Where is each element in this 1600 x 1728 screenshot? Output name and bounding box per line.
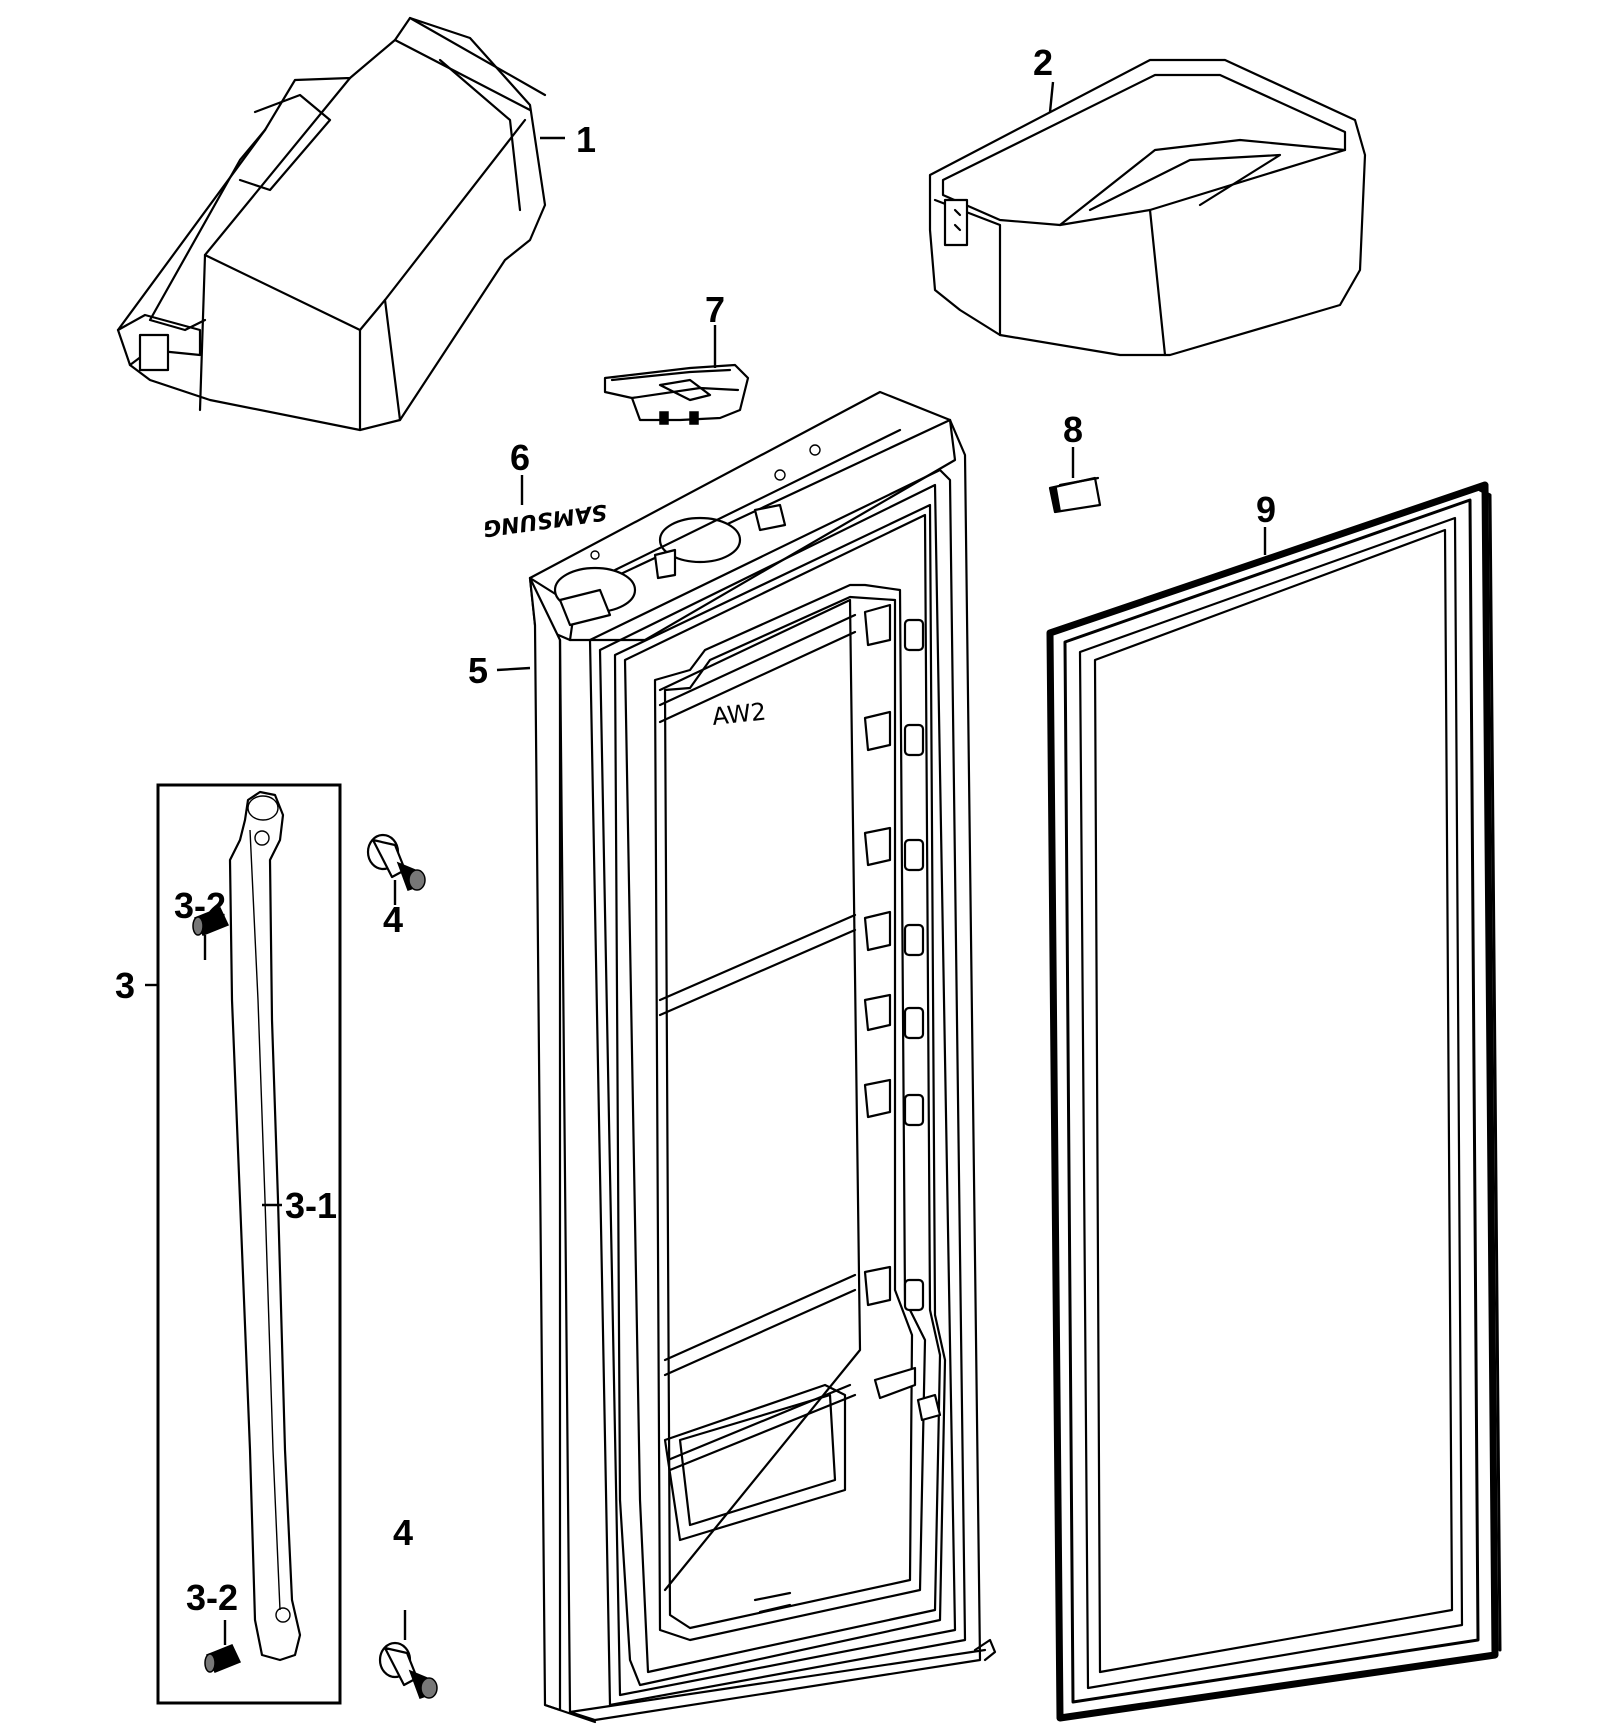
stud-part-4-top	[366, 833, 426, 891]
handle-part-3-1	[228, 790, 302, 1662]
cover-cap-part-7	[603, 363, 750, 425]
callout-3-2-bottom: 3-2	[186, 1577, 238, 1618]
gasket-part-9	[1046, 481, 1502, 1722]
door-marking: AW2	[711, 697, 768, 731]
callout-4-top: 4	[383, 899, 403, 940]
insert-part-8	[1048, 476, 1102, 514]
callout-6: 6	[510, 437, 530, 478]
callout-5: 5	[468, 650, 488, 691]
callout-2: 2	[1033, 42, 1053, 83]
callout-1: 1	[576, 119, 596, 160]
emblem-text: SAMSUNG	[481, 498, 608, 540]
emblem-part-6: SAMSUNG	[481, 498, 608, 540]
handle-assembly-box-part-3	[156, 783, 342, 1705]
callout-9: 9	[1256, 489, 1276, 530]
door-bin-guard-part-1	[116, 16, 547, 432]
callout-3-1: 3-1	[285, 1185, 337, 1226]
door-bin-basket-part-2	[928, 58, 1367, 357]
door-assembly-part-5	[528, 390, 997, 1724]
callout-3-2-top: 3-2	[174, 885, 226, 926]
screw-part-3-2-bottom	[204, 1644, 242, 1673]
callout-8: 8	[1063, 409, 1083, 450]
callout-3: 3	[115, 965, 135, 1006]
stud-part-4-bottom	[378, 1641, 438, 1699]
callout-4-bottom: 4	[393, 1512, 413, 1553]
callout-7: 7	[705, 289, 725, 330]
screw-part-3-2-top	[192, 907, 230, 936]
